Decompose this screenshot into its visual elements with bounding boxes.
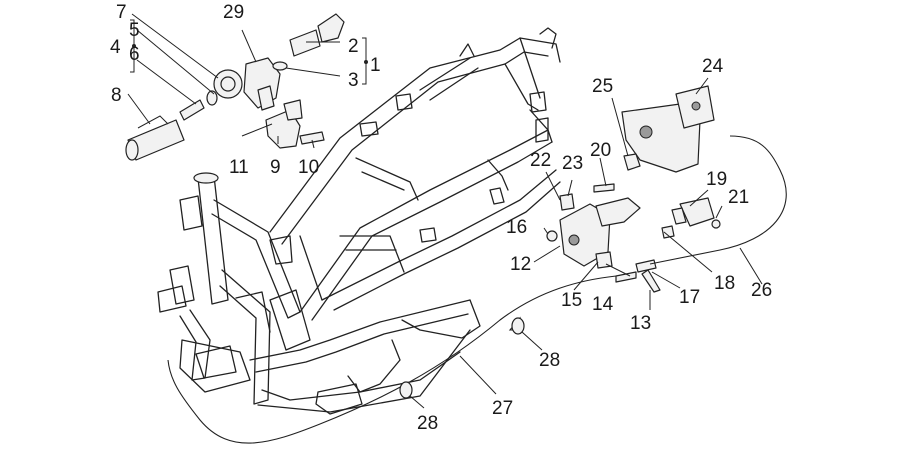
- callout-17: 17: [679, 287, 700, 308]
- callout-15: 15: [561, 290, 582, 311]
- callout-21: 21: [728, 187, 749, 208]
- cables: [167, 135, 787, 444]
- callout-13: 13: [630, 313, 651, 334]
- leader-lines: [127, 13, 763, 409]
- callout-29: 29: [223, 2, 244, 23]
- callout-28-upper: 28: [539, 350, 560, 371]
- callout-9: 9: [270, 157, 281, 178]
- callout-20: 20: [590, 140, 611, 161]
- callout-7: 7: [116, 2, 127, 23]
- callout-3: 3: [348, 70, 359, 91]
- seat-lock-parts: [546, 85, 721, 293]
- callout-10: 10: [298, 157, 319, 178]
- callout-8: 8: [111, 85, 122, 106]
- callout-18: 18: [714, 273, 735, 294]
- callout-5: 5: [129, 20, 140, 41]
- callout-27: 27: [492, 398, 513, 419]
- callout-25: 25: [592, 76, 613, 97]
- callout-14: 14: [592, 294, 614, 315]
- callout-4: 4: [110, 37, 121, 58]
- callout-22: 22: [530, 150, 551, 171]
- scooter-frame: [157, 27, 561, 415]
- callout-2: 2: [348, 36, 359, 57]
- callout-labels: 7 5 4 6 8 29 2 1 3 11 9 10 25 24 22 23 2…: [110, 2, 772, 434]
- callout-16: 16: [506, 217, 527, 238]
- callout-1: 1: [370, 55, 381, 76]
- callout-28-lower: 28: [417, 413, 438, 434]
- callout-26: 26: [751, 280, 772, 301]
- callout-12: 12: [510, 254, 531, 275]
- callout-19: 19: [706, 169, 727, 190]
- callout-23: 23: [562, 153, 583, 174]
- callout-11: 11: [229, 157, 249, 178]
- callout-6: 6: [129, 44, 140, 65]
- lock-assembly-parts: [125, 13, 345, 161]
- callout-24: 24: [702, 56, 724, 77]
